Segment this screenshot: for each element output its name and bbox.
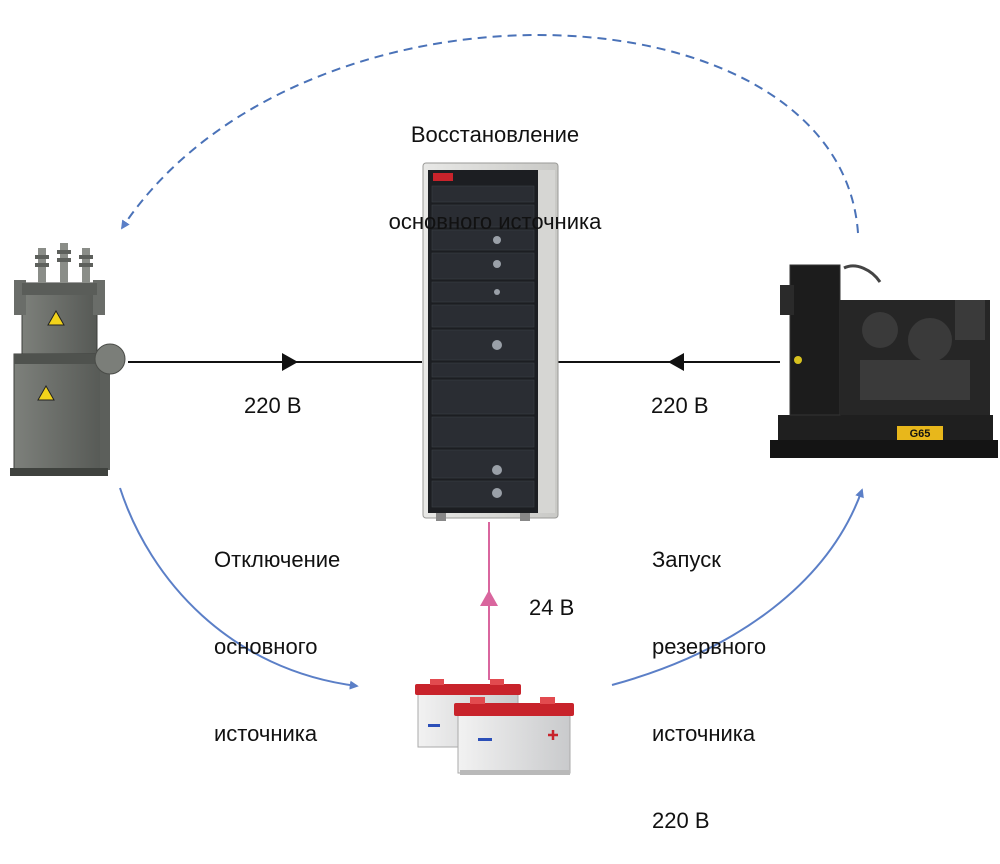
start-backup-label-line1: Запуск [652, 547, 721, 572]
diesel-generator-icon: G65 [770, 264, 998, 458]
disconnect-label: Отключение основного источника [214, 487, 340, 777]
start-backup-arrow [611, 488, 864, 686]
backup-power-arrowhead [668, 353, 684, 371]
transformer-icon [10, 243, 126, 476]
start-backup-label-line3: источника [652, 721, 756, 746]
disconnect-label-line1: Отключение [214, 547, 341, 572]
start-backup-label: Запуск резервного источника 220 В [652, 487, 766, 864]
main-voltage-label: 220 В [244, 393, 302, 418]
start-backup-label-line4: 220 В [652, 808, 710, 833]
server-rack-icon [422, 162, 559, 521]
battery-voltage-label: 24 В [529, 595, 575, 620]
main-power-arrowhead [282, 353, 298, 371]
start-backup-label-line2: резервного [652, 634, 767, 659]
restore-label: Восстановление основного источника [340, 62, 650, 265]
battery-power-arrowhead [480, 590, 498, 606]
disconnect-label-line3: источника [214, 721, 318, 746]
power-switch-diagram: G65 [10, 34, 998, 775]
disconnect-arrow [119, 487, 359, 690]
restore-label-line2: основного источника [388, 209, 602, 234]
battery-pack-icon [415, 679, 574, 775]
backup-voltage-label: 220 В [651, 393, 709, 418]
generator-badge: G65 [910, 428, 931, 440]
restore-label-line1: Восстановление [410, 122, 580, 147]
disconnect-label-line2: основного [214, 634, 318, 659]
restore-arrow [121, 34, 859, 234]
